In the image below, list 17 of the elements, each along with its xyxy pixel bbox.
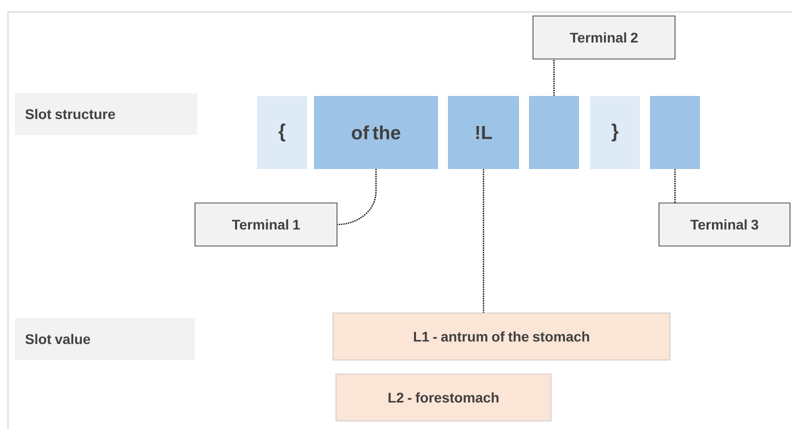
slot-block: { xyxy=(257,96,307,169)
slot-block: of the xyxy=(314,96,438,169)
leader-line xyxy=(482,169,484,313)
value-box: L1 - antrum of the stomach xyxy=(332,312,670,360)
slot-block: } xyxy=(590,96,640,169)
terminal-box: Terminal 2 xyxy=(532,16,676,60)
slot-block xyxy=(650,96,700,169)
terminal-box: Terminal 3 xyxy=(658,202,790,246)
terminal-box: Terminal 1 xyxy=(194,202,338,246)
slot-block xyxy=(529,96,579,169)
value-box: L2 - forestomach xyxy=(336,374,552,422)
row-label: Slot value xyxy=(15,318,195,360)
leader-line xyxy=(674,169,676,203)
slot-block: !L xyxy=(448,96,519,169)
row-label: Slot structure xyxy=(15,93,197,135)
leader-line xyxy=(337,169,377,226)
leader-line xyxy=(553,59,555,96)
